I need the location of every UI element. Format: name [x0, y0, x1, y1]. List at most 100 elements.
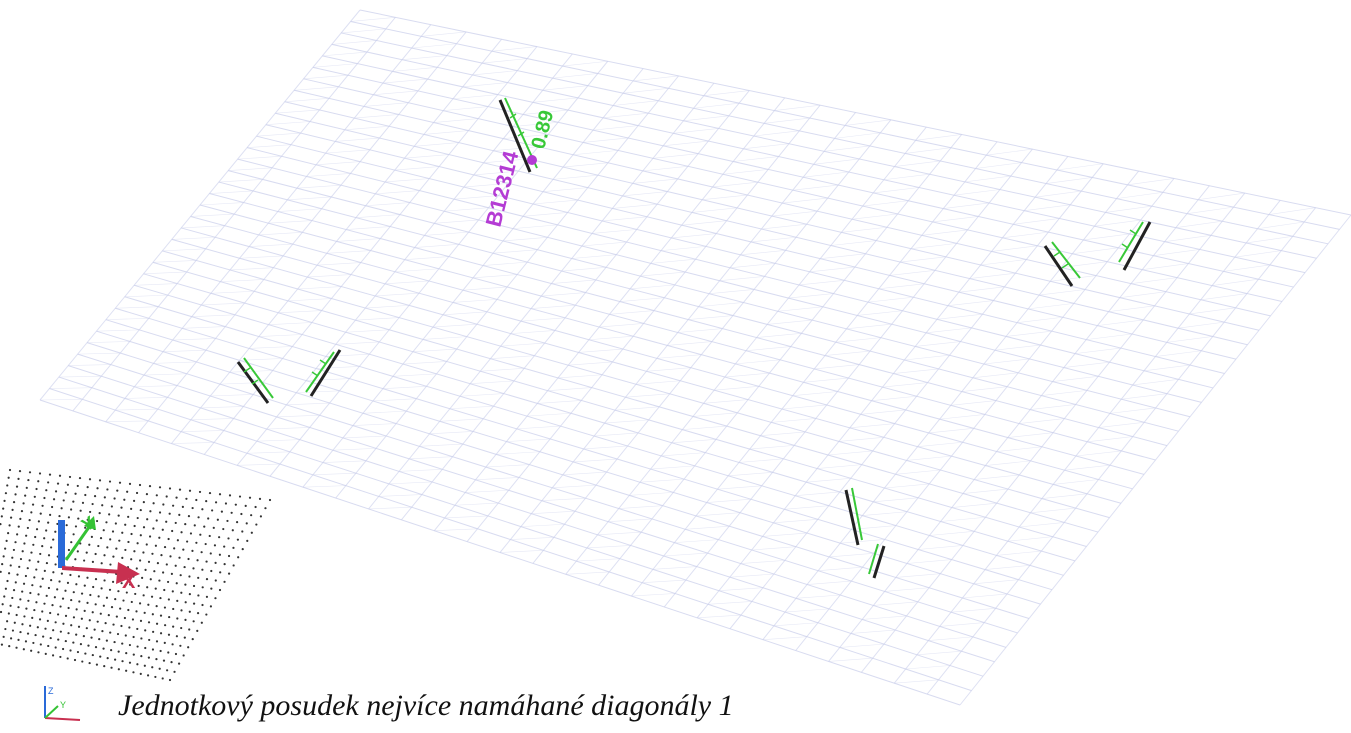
grid-dot — [56, 588, 59, 591]
mesh-brace — [239, 255, 284, 259]
mesh-brace — [873, 601, 918, 606]
mesh-brace — [520, 523, 565, 527]
mesh-brace — [229, 267, 274, 271]
mesh-brace — [749, 445, 795, 450]
grid-dot — [45, 489, 48, 492]
mesh-brace — [849, 423, 895, 429]
grid-dot — [50, 579, 53, 582]
mesh-brace — [951, 502, 997, 508]
grid-dot — [218, 553, 221, 556]
grid-dot — [136, 627, 139, 631]
mesh-brace — [862, 615, 907, 620]
mesh-brace — [809, 266, 855, 273]
mesh-brace — [190, 418, 234, 421]
mesh-brace — [454, 502, 499, 506]
mesh-brace — [152, 260, 197, 263]
diagonal-member[interactable] — [1118, 221, 1152, 271]
grid-dot — [195, 541, 198, 544]
mesh-brace — [541, 497, 586, 502]
grid-dot — [64, 639, 67, 643]
mesh-brace — [541, 292, 586, 297]
grid-dot — [72, 591, 75, 594]
mesh-brace — [814, 364, 860, 370]
mesh-brace — [68, 364, 111, 366]
grid-dot — [12, 548, 16, 552]
grid-dot — [30, 511, 33, 514]
mesh-brace — [483, 158, 529, 164]
grid-dot — [136, 663, 139, 666]
grid-dot — [91, 502, 94, 506]
mesh-brace — [229, 370, 273, 373]
grid-dot — [51, 654, 55, 657]
grid-dot — [119, 607, 122, 610]
mesh-brace — [1257, 221, 1305, 230]
grid-dot — [108, 480, 112, 483]
diagonal-member[interactable] — [236, 357, 274, 404]
diagonal-member[interactable] — [305, 349, 342, 397]
mesh-brace — [703, 399, 749, 404]
grid-dot — [210, 587, 213, 590]
grid-dot — [175, 635, 178, 638]
mesh-brace — [631, 593, 676, 597]
mesh-brace — [276, 414, 320, 418]
grid-dot — [160, 554, 163, 557]
grid-dot — [103, 665, 106, 668]
mesh-brace — [764, 117, 810, 124]
mesh-brace — [650, 258, 696, 264]
grid-dot — [163, 545, 167, 549]
mesh-brace — [565, 571, 610, 575]
grid-dot — [205, 595, 209, 598]
grid-dot — [2, 635, 5, 638]
mesh-brace — [939, 622, 985, 627]
mesh-brace — [510, 330, 555, 334]
grid-dot — [175, 582, 178, 585]
mesh-brace — [673, 128, 719, 134]
grid-dot — [208, 534, 211, 538]
mesh-brace — [513, 121, 559, 127]
grid-dot — [78, 600, 81, 603]
grid-dot — [56, 522, 59, 526]
grid-dot — [42, 635, 45, 638]
grid-dot — [4, 627, 7, 631]
mesh-brace — [552, 73, 598, 79]
mesh-brace — [761, 223, 807, 230]
mesh-brace — [642, 165, 688, 172]
grid-dot — [7, 532, 10, 535]
mesh-brace — [124, 397, 168, 399]
mesh-brace — [683, 115, 729, 122]
mesh-brace — [268, 220, 313, 224]
grid-dot — [117, 668, 120, 671]
grid-dot — [165, 563, 168, 566]
mesh-brace — [1052, 375, 1099, 382]
grid-dot — [191, 549, 194, 552]
grid-dot — [205, 500, 208, 503]
grid-dot — [14, 541, 17, 544]
diagonal-member[interactable] — [844, 487, 863, 546]
grid-dot — [196, 559, 199, 562]
mesh-brace — [905, 665, 951, 670]
grid-dot — [93, 495, 97, 498]
grid-dot — [246, 539, 249, 543]
highlighted-members — [236, 97, 1152, 579]
mesh-brace — [592, 229, 637, 234]
diagonal-member[interactable] — [868, 543, 886, 579]
mesh-brace — [762, 636, 807, 640]
mesh-brace — [562, 60, 608, 67]
diagonal-member[interactable] — [1043, 241, 1081, 287]
grid-dot — [192, 602, 196, 605]
mesh-brace — [964, 175, 1011, 183]
mesh-brace — [516, 425, 561, 430]
grid-dot — [90, 636, 93, 639]
mesh-brace — [795, 491, 840, 497]
mesh-brace — [297, 286, 342, 290]
grid-dot — [101, 630, 104, 633]
grid-dot — [1, 562, 4, 566]
grid-dot — [66, 581, 70, 584]
grid-dot — [168, 487, 172, 490]
grid-dot — [94, 577, 98, 581]
grid-dot — [96, 487, 99, 490]
mesh-brace — [835, 337, 881, 343]
grid-dot — [168, 678, 172, 682]
grid-dot — [244, 504, 247, 507]
